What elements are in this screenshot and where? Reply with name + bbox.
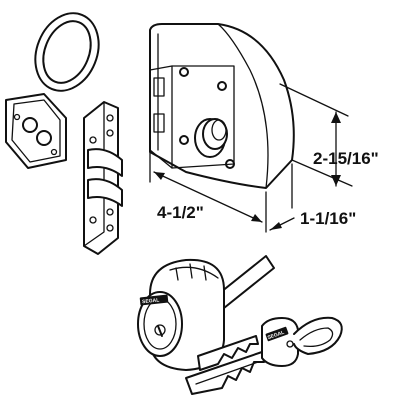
lock-housing <box>149 23 295 189</box>
dimension-height: 2-15/16" <box>279 83 379 187</box>
screw-hole <box>13 113 21 121</box>
dimension-depth: 1-1/16" <box>269 163 356 231</box>
dimension-width-label: 4-1/2" <box>157 203 204 222</box>
thumb-turn <box>194 118 228 158</box>
key-ring <box>293 316 343 355</box>
screw-icon <box>179 135 189 145</box>
trim-ring <box>34 12 100 92</box>
keys: SEGAL <box>185 316 343 395</box>
screw-icon <box>225 159 235 169</box>
cylinder-brand: SEGAL <box>142 297 160 305</box>
keyway <box>154 324 166 336</box>
strike-plate <box>5 93 67 169</box>
dimension-width: 4-1/2" <box>149 147 267 233</box>
key-bow <box>261 317 299 367</box>
screw-icon <box>179 67 189 77</box>
key-brand: SEGAL <box>267 330 285 342</box>
keyway <box>157 325 163 337</box>
screw-icon <box>217 81 227 91</box>
key-cylinder: SEGAL <box>137 255 275 371</box>
key-back <box>197 335 259 371</box>
screw-hole <box>36 130 52 146</box>
screw-hole <box>22 117 38 133</box>
cylinder-face <box>137 291 183 357</box>
screw-hole <box>50 148 58 156</box>
dimension-depth-label: 1-1/16" <box>300 209 356 228</box>
strike-loop <box>87 178 123 207</box>
strike-loop <box>87 148 123 177</box>
strike-bracket <box>83 101 123 255</box>
dimension-height-label: 2-15/16" <box>313 149 379 168</box>
